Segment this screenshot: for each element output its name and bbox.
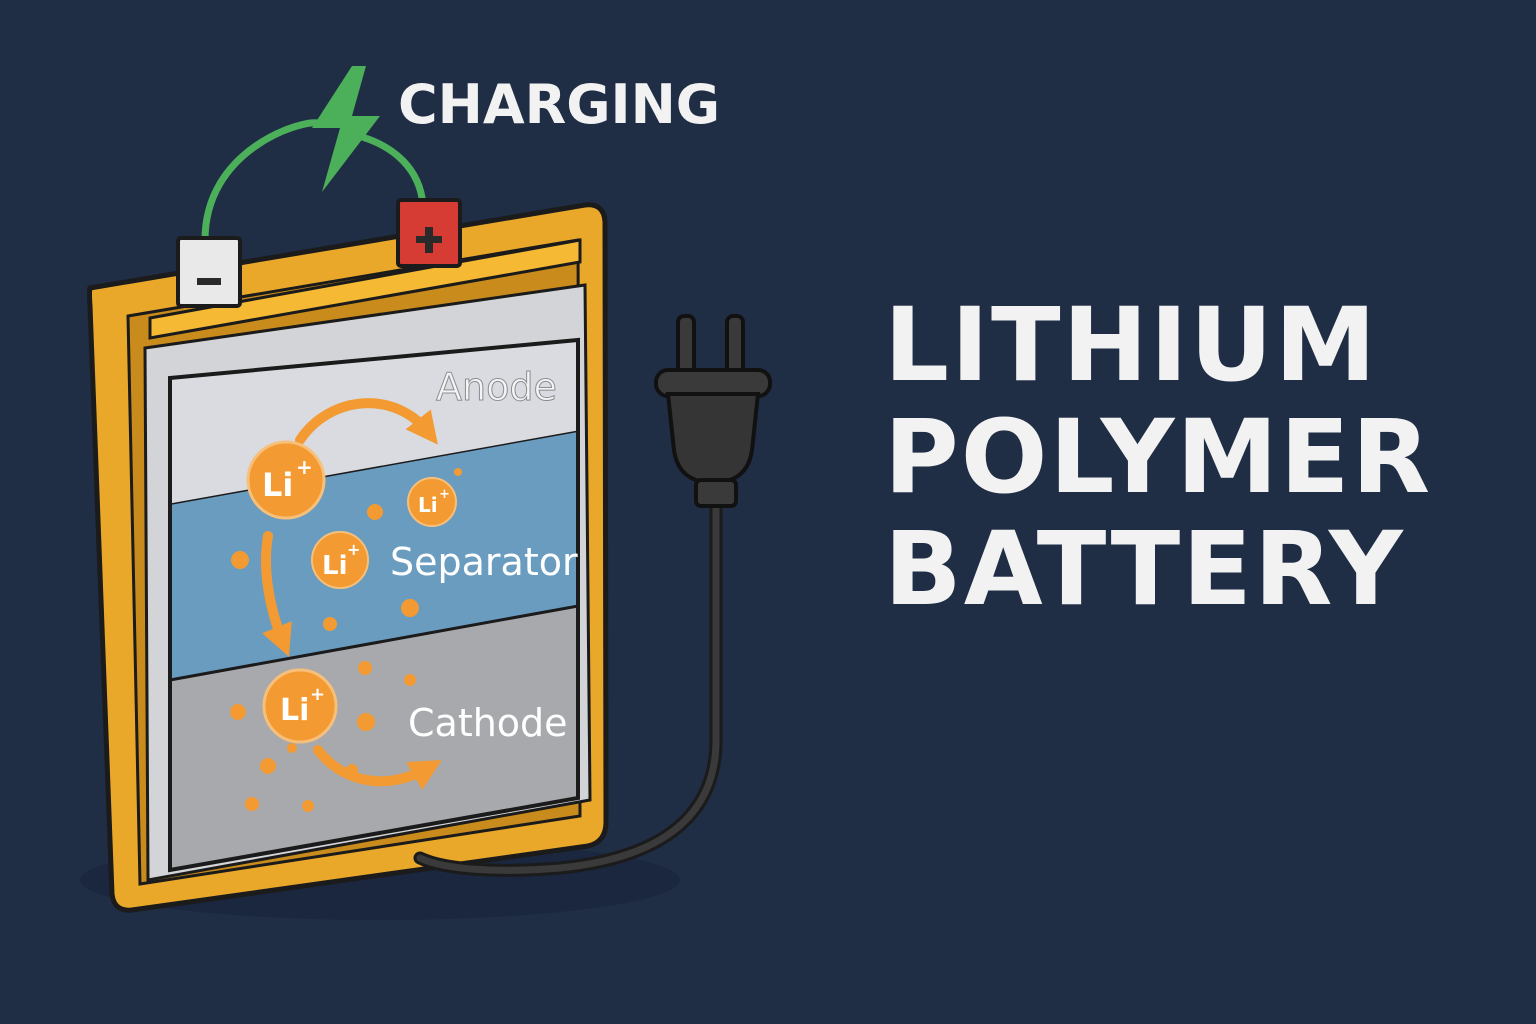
- positive-terminal: [396, 198, 462, 268]
- svg-text:+: +: [296, 455, 313, 479]
- li-ion-3: Li +: [311, 531, 369, 589]
- negative-terminal: [176, 236, 242, 308]
- charging-arc-right: [351, 131, 427, 209]
- charging-arc: [201, 119, 322, 244]
- separator-label: Separator: [390, 540, 578, 584]
- svg-text:+: +: [347, 540, 360, 559]
- power-plug-icon: [654, 314, 772, 508]
- anode-label: Anode: [436, 365, 557, 409]
- svg-text:Li: Li: [280, 693, 309, 728]
- ion-particles: [230, 468, 462, 812]
- li-ion-4: Li +: [262, 668, 338, 744]
- svg-text:Li: Li: [262, 466, 293, 504]
- page-title: LITHIUM POLYMER BATTERY: [884, 290, 1432, 626]
- lightning-bolt-icon: [312, 66, 380, 192]
- li-ion-1: Li +: [246, 440, 326, 520]
- power-cable-inner: [416, 501, 720, 874]
- svg-text:Li: Li: [322, 551, 347, 581]
- title-line-3: BATTERY: [884, 510, 1405, 629]
- li-ion-2: Li +: [407, 477, 457, 527]
- ion-flow-arrow-top: [295, 398, 438, 445]
- ion-flow-arrow-down: [261, 531, 292, 657]
- cathode-label: Cathode: [408, 701, 568, 745]
- svg-text:+: +: [439, 487, 450, 502]
- cell-outline: [168, 337, 580, 873]
- ion-flow-arrow-bottom: [313, 745, 442, 790]
- title-line-2: POLYMER: [884, 398, 1433, 517]
- svg-text:Li: Li: [418, 493, 438, 517]
- title-line-1: LITHIUM: [884, 286, 1379, 405]
- svg-text:+: +: [310, 684, 325, 705]
- charging-label: CHARGING: [398, 73, 720, 136]
